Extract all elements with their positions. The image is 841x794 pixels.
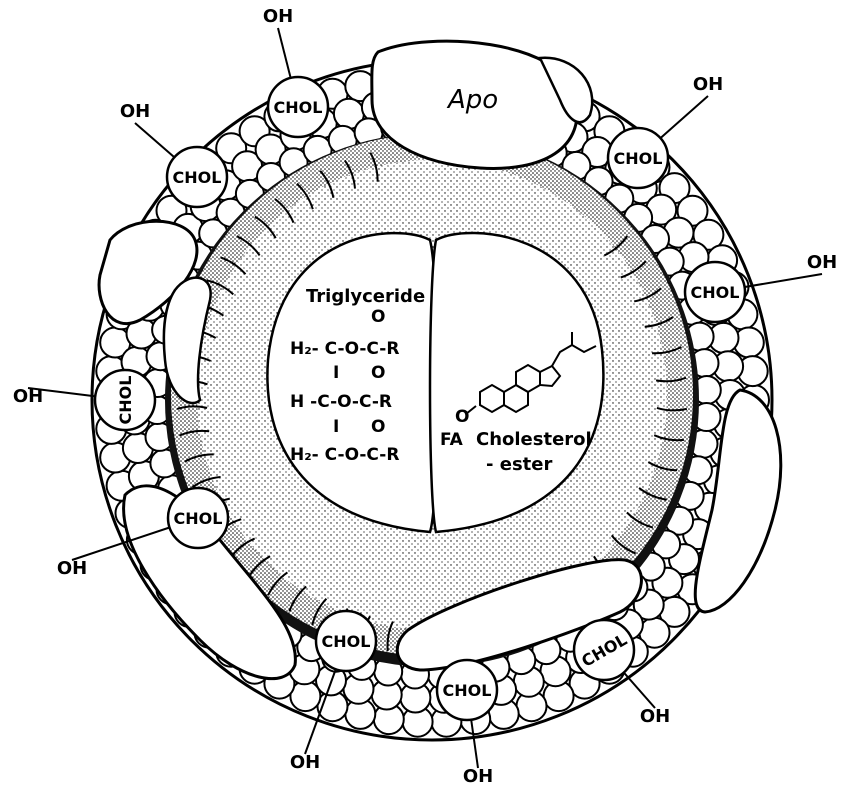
chol-label: CHOL (322, 632, 371, 651)
oh-label: OH (263, 6, 293, 27)
carbonyl-o-1: O (371, 307, 385, 327)
apo-label: Apo (446, 85, 498, 115)
chol-label: CHOL (274, 98, 323, 117)
cholesterol-molecule: CHOL OH (120, 101, 227, 207)
oh-label: OH (693, 74, 723, 95)
oh-label: OH (640, 706, 670, 727)
cholesterol-molecule: CHOL OH (263, 6, 328, 137)
oh-label: OH (463, 766, 493, 787)
formula-row-3: H₂- C-O-C-R (290, 445, 399, 465)
chol-label: CHOL (173, 168, 222, 187)
cholesterol-molecule: CHOL OH (13, 370, 155, 430)
cholesterol-molecule: CHOL OH (608, 74, 723, 188)
oh-label: OH (13, 386, 43, 407)
cholesterol-label: Cholesterol (476, 429, 592, 450)
formula-row-1: H₂- C-O-C-R (290, 339, 399, 359)
triglyceride-label: Triglyceride (306, 286, 425, 307)
fa-label: FA (440, 430, 464, 450)
chol-label: CHOL (443, 681, 492, 700)
chol-label: CHOL (174, 509, 223, 528)
ester-o-label: O (455, 407, 469, 427)
chol-label: CHOL (116, 376, 135, 425)
formula-row-2: H -C-O-C-R (290, 392, 392, 412)
carbonyl-o-3: O (371, 417, 385, 437)
chol-label: CHOL (614, 149, 663, 168)
bond-1: I (333, 363, 339, 383)
oh-label: OH (290, 752, 320, 773)
ester-label: - ester (486, 454, 552, 475)
oh-label: OH (120, 101, 150, 122)
bond-2: I (333, 417, 339, 437)
chol-label: CHOL (691, 283, 740, 302)
oh-label: OH (57, 558, 87, 579)
oh-label: OH (807, 252, 837, 273)
carbonyl-o-2: O (371, 363, 385, 383)
